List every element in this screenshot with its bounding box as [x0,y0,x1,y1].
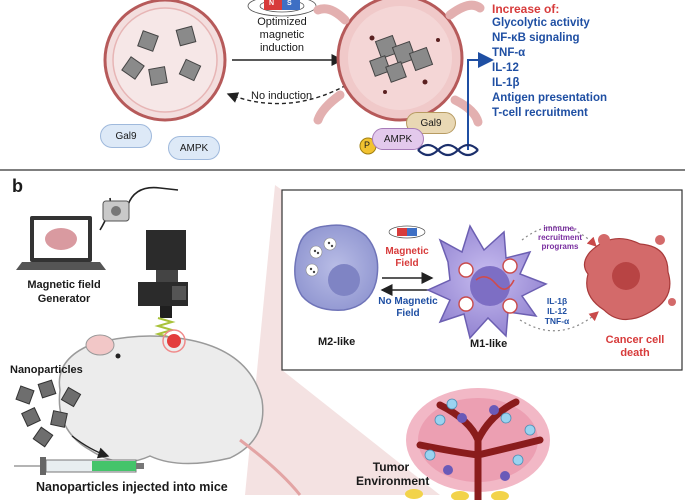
cytokine-list: IL-1β IL-12 TNF-α [542,296,572,326]
phosphate-label: P [364,140,371,150]
magnet-south-label: S [287,0,292,7]
magnet-icon [247,0,317,17]
m2-like-macrophage [294,224,379,311]
cytokine-item: IL-12 [547,306,567,316]
ampk-pill-right: AMPK [372,128,424,150]
m1-label: M1-like [470,338,508,350]
power-supply-icon [102,200,130,222]
nanoparticle-cluster-left [121,25,202,86]
injection-caption: Nanoparticles injected into mice [36,480,228,494]
m2-label: M2-like [318,336,356,348]
increase-item: NF-κB signaling [492,32,580,44]
increase-list: Glycolytic activity NF-κB signaling TNF-… [492,16,607,121]
increase-item: Antigen presentation [492,92,608,104]
induction-label: Optimized magnetic induction [257,16,307,54]
nanoparticle-to-syringe-arrow [71,435,110,459]
ampk-pill-left: AMPK [168,136,220,160]
magnet-small-icon [388,225,426,239]
increase-title: Increase of: [492,2,560,16]
tumor-environment-label: Tumor Environment [356,460,430,488]
magnet-north-label: N [269,0,275,7]
cytokine-item: IL-1β [546,296,568,306]
laptop-icon [16,216,106,270]
nanoparticle-chain-right [369,34,434,83]
cytokine-arrow [519,311,599,332]
generator-label: Magnetic field Generator [27,279,101,305]
cancer-death-label: Cancer cell death [605,334,665,359]
increase-item: IL-1β [492,77,520,89]
no-induction-arrow [226,81,353,105]
tumor-environment-illustration [405,388,550,500]
zoom-shading [245,185,440,495]
inset-border-shading [281,189,683,371]
syringe-icon [14,457,144,475]
no-magnetic-field-label: No Magnetic Field [378,296,438,319]
increase-item: IL-12 [492,62,519,74]
dna-helix-icon [417,143,479,157]
signaling-arrow [467,52,494,150]
nanoparticle-cubes [15,379,82,448]
increase-item: T-cell recruitment [492,107,588,119]
increase-item: TNF-α [492,47,526,59]
cytokine-item: TNF-α [544,316,570,326]
m1-like-macrophage [426,224,548,340]
increase-item: Glycolytic activity [492,17,590,29]
nanoparticles-label: Nanoparticles [10,364,83,376]
immune-recruitment-label: immune-recruitment programs [537,224,582,251]
panel-letter-b: b [12,176,23,196]
resting-macrophage-cell [103,0,227,122]
generator-device-icon [138,230,188,318]
cancer-cell-illustration [583,234,676,321]
no-induction-label: No induction [251,90,313,102]
magnetic-field-label: Magnetic Field [385,246,429,269]
immune-recruitment-arrow [521,225,597,247]
gal9-pill-left: Gal9 [100,124,152,148]
